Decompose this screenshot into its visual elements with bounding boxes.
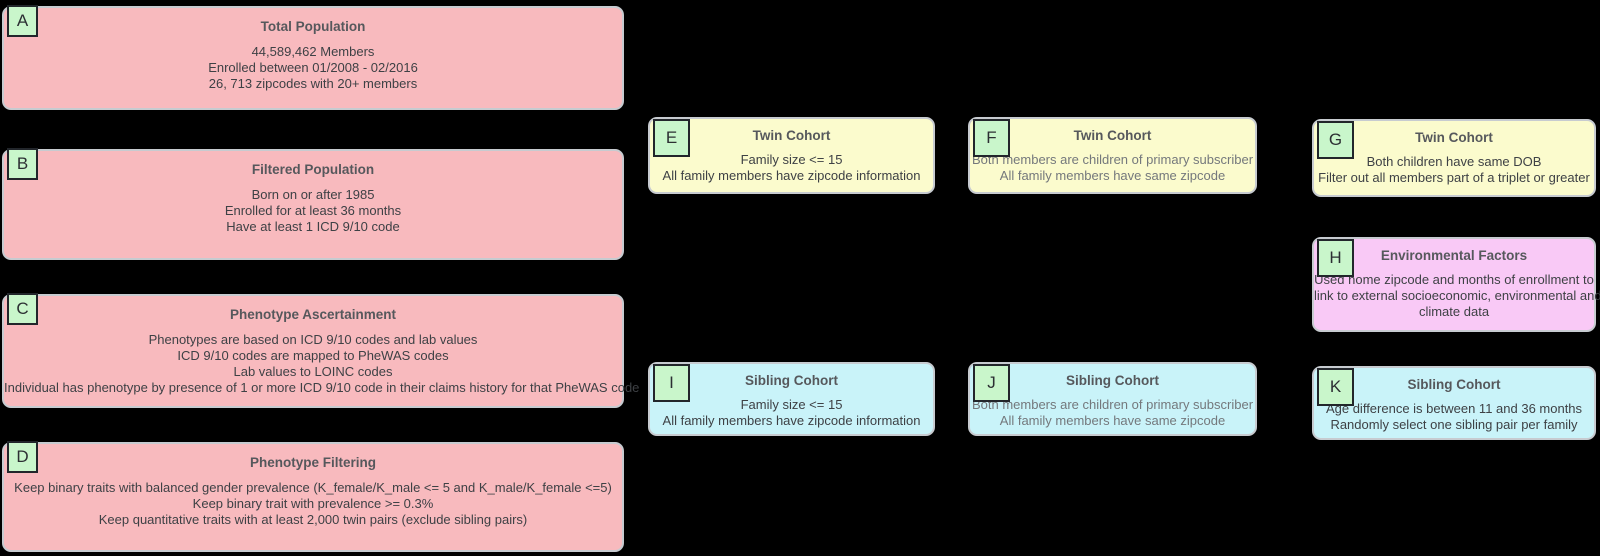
label-letter: A xyxy=(16,11,29,30)
box-title: Twin Cohort xyxy=(752,128,831,143)
label-letter: E xyxy=(665,128,678,147)
body-line: 44,589,462 Members xyxy=(251,44,375,59)
body-line: Have at least 1 ICD 9/10 code xyxy=(226,219,400,234)
box-body: Born on or after 1985 Enrolled for at le… xyxy=(4,187,622,235)
box-title: Filtered Population xyxy=(251,162,375,177)
box-title: Twin Cohort xyxy=(1415,130,1493,145)
body-line: Born on or after 1985 xyxy=(251,187,375,202)
label-square-e: E xyxy=(653,119,690,157)
label-square-d: D xyxy=(7,441,38,473)
box-title: Environmental Factors xyxy=(1380,248,1528,263)
box-body: Used home zipcode and months of enrollme… xyxy=(1314,272,1600,320)
body-line: 26, 713 zipcodes with 20+ members xyxy=(208,76,418,91)
body-line: climate data xyxy=(1418,304,1490,319)
label-square-i: I xyxy=(653,364,690,402)
body-line: Keep quantitative traits with at least 2… xyxy=(98,512,528,527)
box-body: Phenotypes are based on ICD 9/10 codes a… xyxy=(4,332,640,396)
box-title: Twin Cohort xyxy=(1073,128,1152,143)
body-line: All family members have same zipcode xyxy=(999,413,1226,428)
box-body: Family size <= 15 All family members hav… xyxy=(650,152,933,184)
box-body: Both members are children of primary sub… xyxy=(970,397,1255,429)
box-j-sibling-cohort: J Sibling Cohort Both members are childr… xyxy=(968,362,1257,436)
label-square-c: C xyxy=(7,293,38,325)
body-line: Both members are children of primary sub… xyxy=(971,397,1254,412)
box-title: Sibling Cohort xyxy=(1066,373,1159,388)
box-e-twin-cohort: E Twin Cohort Family size <= 15 All fami… xyxy=(648,117,935,194)
body-line: Keep binary trait with prevalence >= 0.3… xyxy=(192,496,434,511)
box-g-twin-cohort: G Twin Cohort Both children have same DO… xyxy=(1312,119,1596,197)
box-h-environmental-factors: H Environmental Factors Used home zipcod… xyxy=(1312,237,1600,332)
label-square-f: F xyxy=(973,119,1010,157)
body-line: link to external socioeconomic, environm… xyxy=(1314,288,1600,303)
body-line: Both children have same DOB xyxy=(1366,154,1542,169)
body-line: All family members have same zipcode xyxy=(999,168,1226,183)
box-body: Family size <= 15 All family members hav… xyxy=(650,397,933,429)
box-body: Both children have same DOB Filter out a… xyxy=(1314,154,1594,186)
label-letter: D xyxy=(16,447,29,466)
box-title: Total Population xyxy=(260,19,366,34)
body-line: Family size <= 15 xyxy=(740,152,843,167)
box-body: Both members are children of primary sub… xyxy=(970,152,1255,184)
body-line: Age difference is between 11 and 36 mont… xyxy=(1325,401,1583,416)
label-letter: B xyxy=(16,154,29,173)
label-square-g: G xyxy=(1317,121,1354,159)
box-i-sibling-cohort: I Sibling Cohort Family size <= 15 All f… xyxy=(648,362,935,436)
label-square-j: J xyxy=(973,364,1010,402)
box-k-sibling-cohort: K Sibling Cohort Age difference is betwe… xyxy=(1312,366,1596,440)
body-line: Filter out all members part of a triplet… xyxy=(1318,170,1590,185)
label-letter: F xyxy=(986,128,997,147)
box-body: 44,589,462 Members Enrolled between 01/2… xyxy=(4,44,622,92)
box-body: Age difference is between 11 and 36 mont… xyxy=(1314,401,1594,433)
label-letter: K xyxy=(1329,377,1342,396)
box-a-total-population: A Total Population 44,589,462 Members En… xyxy=(2,5,624,110)
label-letter: C xyxy=(16,299,29,318)
label-letter: J xyxy=(987,373,996,392)
label-square-b: B xyxy=(7,148,38,180)
label-square-a: A xyxy=(7,5,38,37)
body-line: Lab values to LOINC codes xyxy=(233,364,393,379)
box-d-phenotype-filtering: D Phenotype Filtering Keep binary traits… xyxy=(2,441,624,552)
body-line: All family members have zipcode informat… xyxy=(662,168,921,183)
body-line: Keep binary traits with balanced gender … xyxy=(14,480,612,495)
body-line: ICD 9/10 codes are mapped to PheWAS code… xyxy=(177,348,449,363)
label-letter: I xyxy=(669,373,674,392)
body-line: Phenotypes are based on ICD 9/10 codes a… xyxy=(148,332,478,347)
box-b-filtered-population: B Filtered Population Born on or after 1… xyxy=(2,148,624,260)
body-line: All family members have zipcode informat… xyxy=(662,413,921,428)
box-title: Sibling Cohort xyxy=(745,373,838,388)
body-line: Individual has phenotype by presence of … xyxy=(4,380,640,395)
label-square-k: K xyxy=(1317,368,1354,406)
box-title: Phenotype Filtering xyxy=(249,455,376,470)
body-line: Enrolled for at least 36 months xyxy=(224,203,402,218)
body-line: Used home zipcode and months of enrollme… xyxy=(1314,272,1594,287)
label-letter: G xyxy=(1328,130,1343,149)
body-line: Enrolled between 01/2008 - 02/2016 xyxy=(208,60,418,75)
box-title: Sibling Cohort xyxy=(1407,377,1501,392)
box-title: Phenotype Ascertainment xyxy=(229,307,397,322)
label-square-h: H xyxy=(1317,239,1354,277)
body-line: Randomly select one sibling pair per fam… xyxy=(1330,417,1578,432)
label-letter: H xyxy=(1329,248,1342,267)
body-line: Family size <= 15 xyxy=(740,397,843,412)
box-f-twin-cohort: F Twin Cohort Both members are children … xyxy=(968,117,1257,194)
body-line: Both members are children of primary sub… xyxy=(971,152,1254,167)
box-c-phenotype-ascertainment: C Phenotype Ascertainment Phenotypes are… xyxy=(2,293,640,408)
box-body: Keep binary traits with balanced gender … xyxy=(4,480,622,528)
